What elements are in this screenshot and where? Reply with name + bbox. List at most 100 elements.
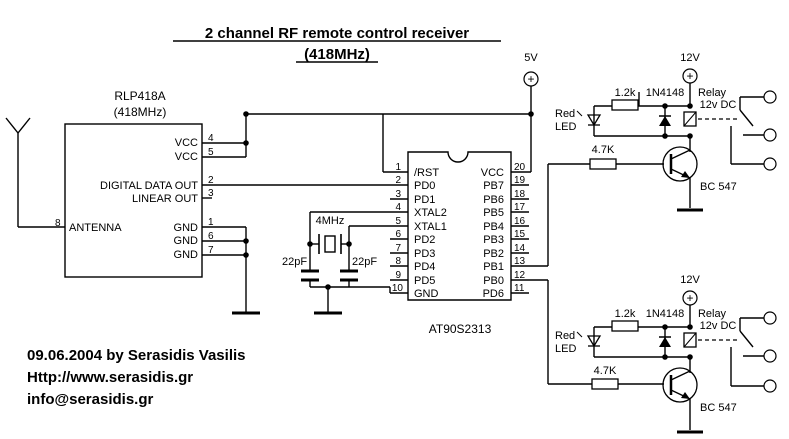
module-pin-label-2: DIGITAL DATA OUT [100,180,198,192]
capacitor-right [340,269,358,282]
mcu-pin-label-6: PD2 [414,234,435,246]
ch2-transistor [662,367,698,403]
ch1-relay-contacts [730,96,764,165]
module-pin-label-1: GND [174,222,199,234]
mcu-pin-label-2: PD0 [414,180,435,192]
mcu-pin-label-5: XTAL1 [414,221,447,233]
ch2-relay-contacts [730,317,764,387]
ch2-transistor-label: BC 547 [700,402,737,414]
rf-module-body [64,123,203,278]
plus-icon: + [686,69,693,83]
mcu-pin-num-19: 19 [514,175,526,186]
ch1-led-label-1: Red [555,108,575,120]
mcu-pin-label-4: XTAL2 [414,207,447,219]
supply-5v-wires [246,86,532,173]
ch2-led-resistor [611,320,639,332]
module-pin-label-8: ANTENNA [69,222,122,234]
module-pin-num-2: 2 [208,175,214,186]
ch1-base-resistor-label: 4.7K [592,144,615,156]
ch2-led-resistor-label: 1.2k [615,308,636,320]
mcu-pin-label-19: PB7 [483,180,504,192]
module-pin-label-5: VCC [175,151,198,163]
ch1-led-resistor-label: 1.2k [615,87,636,99]
mcu-body [407,151,512,301]
ch2-relay-voltage: 12v DC [700,320,737,332]
ch1-relay-voltage: 12v DC [700,99,737,111]
mcu-pin-label-15: PB3 [483,234,504,246]
ch1-led-resistor [611,99,639,111]
mcu-pin-num-17: 17 [514,202,526,213]
module-pin-num-7: 7 [208,245,214,256]
crystal-wires [309,211,391,312]
mcu-pin-num-3: 3 [395,189,401,200]
mcu-pin-label-7: PD3 [414,248,435,260]
module-pin-num-3: 3 [208,188,214,199]
ch2-base-resistor-label: 4.7K [594,365,617,377]
mcu-pin-label-13: PB1 [483,261,504,273]
ch1-terminal-nc [763,157,777,171]
channel-1: 12V + 1.2k 1N4148 Relay 12v DC Red LED 4… [547,52,777,266]
plus-icon: + [686,291,693,305]
ch2-led-label-2: LED [555,343,576,355]
mcu-pin-label-8: PD4 [414,261,435,273]
module-pin-num-6: 6 [208,231,214,242]
module-pin-label-4: VCC [175,137,198,149]
junction-xtal-right [346,241,352,247]
ch2-base-resistor [591,378,619,390]
mcu-pin-label-20: VCC [481,167,504,179]
mcu-pin-num-9: 9 [395,270,401,281]
module-pin-label-3: LINEAR OUT [132,193,198,205]
ch2-terminal-com [763,349,777,363]
crystal-symbol [318,234,342,254]
mcu-pin-num-12: 12 [514,270,526,281]
ch2-relay-coil-slash [683,332,697,348]
mcu-pin-num-4: 4 [395,202,401,213]
junction-cap-gnd [325,284,331,290]
junction-vcc-45 [243,140,249,146]
title-line-2: (418MHz) [304,46,370,63]
junction-gnd-1 [243,238,249,244]
module-pin-label-6: GND [174,235,199,247]
mcu-pin-num-13: 13 [514,256,526,267]
mcu-pin-num-8: 8 [395,256,401,267]
antenna-symbol [5,117,31,134]
ch2-terminal-no [763,311,777,325]
ch1-transistor [662,146,698,182]
ch1-diode-symbol [659,115,671,126]
mcu-pin-num-18: 18 [514,189,526,200]
module-pin-label-7: GND [174,249,199,261]
ch1-terminal-no [763,90,777,104]
mcu-pin-num-7: 7 [395,243,401,254]
mcu-pin-label-3: PD1 [414,194,435,206]
credits-email: info@serasidis.gr [27,391,153,408]
credits-author: 09.06.2004 by Serasidis Vasilis [27,347,246,364]
ch2-diode-label: 1N4148 [646,308,685,320]
mcu-pin-num-10: 10 [392,283,404,294]
junction-5v [528,111,534,117]
mcu-pin-label-11: PD6 [483,288,504,300]
title-line-1: 2 channel RF remote control receiver [205,25,469,42]
mcu-pin-label-9: PD5 [414,275,435,287]
mcu-pin-label-1: /RST [414,167,439,179]
ch2-led-label-1: Red [555,330,575,342]
cap-right-label: 22pF [352,256,377,268]
ch1-transistor-label: BC 547 [700,181,737,193]
mcu-pin-label-10: GND [414,288,439,300]
mcu-pin-label-18: PB6 [483,194,504,206]
crystal-label: 4MHz [316,215,345,227]
ch1-supply-label: 12V [680,52,700,64]
mcu-pin-num-2: 2 [395,175,401,186]
mcu-pin-num-14: 14 [514,243,526,254]
capacitor-left [301,269,319,282]
mcu-pin-stubs [390,184,548,294]
ch2-led-symbol [576,331,602,348]
plus-icon: + [527,72,534,86]
ch1-led-label-2: LED [555,121,576,133]
module-wires [17,114,390,312]
ch1-terminal-com [763,128,777,142]
supply-5v-label: 5V [524,52,538,64]
ch1-diode-label: 1N4148 [646,87,685,99]
mcu-pin-num-15: 15 [514,229,526,240]
mcu-pin-num-11: 11 [514,283,525,294]
